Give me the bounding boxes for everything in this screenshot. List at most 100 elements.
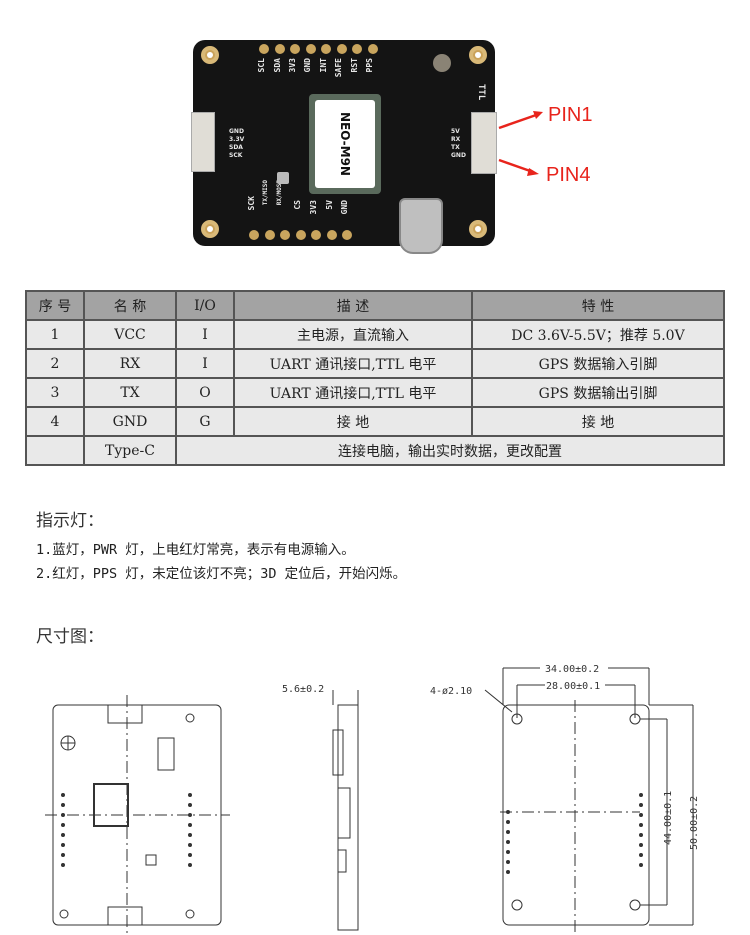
- header-pad: [342, 230, 352, 240]
- i2c-connector: [191, 112, 215, 172]
- ttl-pin: GND: [451, 152, 466, 159]
- pin-hole: [639, 803, 643, 807]
- header-pad: [274, 44, 285, 54]
- header-pad: [259, 44, 269, 54]
- gps-chip: NEO-M9N: [309, 94, 381, 194]
- pin-hole: [188, 843, 192, 847]
- mounting-hole: [201, 46, 219, 64]
- pin-hole: [639, 833, 643, 837]
- cell: GND: [83, 406, 177, 437]
- i2c-pin: 3.3V: [229, 136, 245, 143]
- pin-hole: [506, 850, 510, 854]
- header-pad: [249, 230, 259, 240]
- arrow-pin4-head: [527, 168, 539, 176]
- silk-3v3-b: 3V3: [309, 200, 318, 215]
- cell: I: [175, 319, 235, 350]
- silk-int: INT: [319, 58, 328, 73]
- ttl-pin: 5V: [451, 128, 460, 135]
- header-feature: 特 性: [471, 290, 725, 321]
- pin-hole: [61, 803, 65, 807]
- mounting-hole: [469, 46, 487, 64]
- cell: 连接电脑，输出实时数据，更改配置: [175, 435, 725, 466]
- silk-scl: SCL: [257, 58, 266, 73]
- pin-hole: [506, 870, 510, 874]
- pin-hole: [61, 823, 65, 827]
- cell: 4: [25, 406, 85, 437]
- width-holes-dim: 28.00±0.1: [546, 681, 600, 692]
- pin-hole: [639, 793, 643, 797]
- silk-gnd: GND: [303, 58, 312, 73]
- cell: 主电源，直流输入: [233, 319, 473, 350]
- ttl-connector[interactable]: [471, 112, 497, 174]
- pin-hole: [61, 833, 65, 837]
- pin-hole: [61, 843, 65, 847]
- silk-rst: RST: [350, 58, 359, 73]
- pin-hole: [506, 860, 510, 864]
- header-pad: [352, 44, 362, 54]
- header-pad: [305, 44, 316, 54]
- usb-typec-port[interactable]: [399, 198, 443, 254]
- header-pad: [264, 230, 275, 240]
- cell: GPS 数据输入引脚: [471, 348, 725, 379]
- cell: Type-C: [83, 435, 177, 466]
- silk-ttl: TTL: [476, 84, 486, 101]
- cell: I: [175, 348, 235, 379]
- indicator-item: 1.蓝灯，PWR 灯，上电红灯常亮，表示有电源输入。: [36, 542, 355, 558]
- header-pad: [311, 230, 321, 240]
- arrow-pin1-head: [533, 111, 543, 119]
- silk-5v: 5V: [325, 200, 334, 210]
- header-pad: [367, 44, 378, 54]
- header-desc: 描 述: [233, 290, 473, 321]
- pin-hole: [506, 820, 510, 824]
- top-dimension-view: [484, 667, 694, 935]
- height-holes-dim: 44.00±0.1: [663, 791, 674, 845]
- cell: DC 3.6V-5.5V；推荐 5.0V: [471, 319, 725, 350]
- silk-tx-miso: TX/MISO: [262, 180, 269, 206]
- pin-hole: [61, 793, 65, 797]
- gps-module-photo: SCL SDA 3V3 GND INT SAFE RST PPS SCK TX/…: [191, 40, 497, 254]
- silk-gnd-b: GND: [340, 200, 349, 215]
- indicator-list: 1.蓝灯，PWR 灯，上电红灯常亮，表示有电源输入。 2.红灯，PPS 灯，未定…: [36, 538, 406, 586]
- header-no: 序 号: [25, 290, 85, 321]
- pin-hole: [639, 853, 643, 857]
- header-io: I/O: [175, 290, 235, 321]
- cell: 1: [25, 319, 85, 350]
- hole-dim: 4-ø2.10: [430, 686, 472, 697]
- pin-hole: [188, 823, 192, 827]
- pin-arrows: [498, 111, 543, 176]
- width-outer-dim: 34.00±0.2: [545, 664, 599, 675]
- front-view: [45, 695, 230, 935]
- cell: GPS 数据输出引脚: [471, 377, 725, 408]
- cell: TX: [83, 377, 177, 408]
- header-pad: [336, 44, 347, 54]
- ttl-pin: TX: [451, 144, 460, 151]
- arrow-pin1: [498, 112, 540, 130]
- pin-hole: [61, 853, 65, 857]
- cell: 接 地: [233, 406, 473, 437]
- header-pad: [290, 44, 300, 54]
- cell: UART 通讯接口,TTL 电平: [233, 348, 473, 379]
- pin-hole: [506, 840, 510, 844]
- silk-sda: SDA: [273, 58, 282, 73]
- chip-label: NEO-M9N: [315, 100, 375, 188]
- pin-hole: [506, 830, 510, 834]
- table-header-row: 序 号 名 称 I/O 描 述 特 性: [25, 290, 725, 321]
- dimension-title: 尺寸图：: [36, 627, 104, 647]
- thickness-dim: 5.6±0.2: [282, 684, 324, 695]
- pin-hole: [639, 843, 643, 847]
- cell: 2: [25, 348, 85, 379]
- i2c-pin-labels: GND 3.3V SDA SCK: [229, 128, 244, 160]
- silk-sck: SCK: [247, 196, 256, 211]
- mounting-hole: [469, 220, 487, 238]
- i2c-pin: GND: [229, 128, 244, 135]
- pin-hole: [639, 823, 643, 827]
- i2c-pin: SCK: [229, 152, 243, 159]
- pin-hole: [188, 853, 192, 857]
- cell: 接 地: [471, 406, 725, 437]
- side-view: [332, 690, 359, 931]
